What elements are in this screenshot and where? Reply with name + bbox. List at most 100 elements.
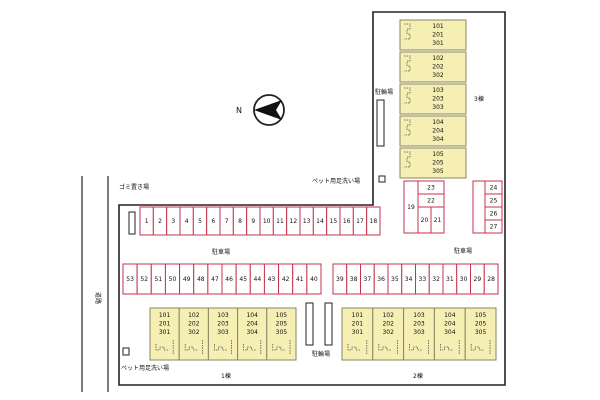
north-arrow-needle-icon [254, 100, 282, 120]
unit-number: 305 [475, 329, 487, 336]
parking-spot-36: 36 [373, 263, 389, 295]
parking-spot-24: 24 [484, 180, 503, 195]
unit-number: 105 [276, 312, 288, 319]
parking-spot-number: 47 [211, 276, 219, 283]
stairs-icon [409, 344, 422, 351]
parking-spot-number: 28 [487, 276, 495, 283]
parking-spot-number: 1 [145, 218, 149, 225]
parking-spot-number: 42 [282, 276, 290, 283]
parking-spot-6: 6 [206, 206, 221, 236]
parking-spot-27: 27 [484, 219, 503, 234]
parking-spot-7: 7 [219, 206, 234, 236]
parking-spot-43: 43 [263, 263, 280, 295]
parking-spot-23: 23 [417, 180, 445, 195]
unit-number: 104 [444, 312, 456, 319]
parking-spot-number: 36 [377, 276, 385, 283]
parking-spot-18: 18 [366, 206, 381, 236]
parking-spot-48: 48 [193, 263, 209, 295]
building-3-label: 3棟 [474, 95, 484, 103]
unit-number: 101 [432, 23, 444, 30]
parking-spot-38: 38 [346, 263, 361, 295]
parking-spot-number: 43 [268, 276, 276, 283]
stairs-icon [214, 344, 227, 351]
parking-spot-number: 14 [316, 218, 324, 225]
parking-spot-16: 16 [339, 206, 354, 236]
parking-spot-40: 40 [306, 263, 322, 295]
unit-number: 205 [475, 321, 487, 328]
parking-spot-number: 51 [155, 276, 163, 283]
unit-number: 203 [432, 96, 444, 103]
unit-number: 205 [276, 321, 288, 328]
unit-number: 202 [382, 321, 394, 328]
parking-spot-19: 19 [403, 180, 419, 234]
parking-spot-number: 30 [460, 276, 468, 283]
parking-spot-number: 21 [434, 217, 442, 224]
building-1-label: 1棟 [221, 372, 231, 380]
parking-spot-number: 19 [407, 204, 415, 211]
parking-spot-3: 3 [166, 206, 181, 236]
parking-spot-number: 32 [432, 276, 440, 283]
unit-number: 302 [188, 329, 200, 336]
parking-spot-44: 44 [249, 263, 265, 295]
parking-spot-number: 5 [198, 218, 202, 225]
parking-spot-37: 37 [360, 263, 375, 295]
parking-spot-13: 13 [299, 206, 314, 236]
parking-spot-number: 45 [239, 276, 247, 283]
building-2-label: 2棟 [413, 372, 423, 380]
unit-number: 203 [217, 321, 229, 328]
parking-spot-number: 25 [490, 198, 498, 205]
parking-spot-number: 6 [211, 218, 215, 225]
parking-spot-29: 29 [470, 263, 485, 295]
stairs-icon [347, 344, 360, 351]
unit-number: 303 [432, 104, 444, 111]
parking-spot-number: 48 [197, 276, 205, 283]
parking-spot-33: 33 [415, 263, 430, 295]
unit-number: 201 [159, 321, 171, 328]
parking-spot-4: 4 [179, 206, 194, 236]
parking-spot-number: 24 [490, 185, 498, 192]
stairs-icon [272, 344, 285, 351]
parking-spot-12: 12 [286, 206, 301, 236]
parking-spot-number: 23 [427, 185, 435, 192]
parking-spot-number: 52 [140, 276, 148, 283]
parking-spot-34: 34 [401, 263, 416, 295]
unit-number: 304 [432, 136, 444, 143]
garbage-label: ゴミ置き場 [119, 183, 149, 191]
parking-spot-number: 13 [303, 218, 311, 225]
unit-number: 204 [444, 321, 456, 328]
unit-number: 101 [352, 312, 364, 319]
bicycle-parking-bottom-b [324, 302, 333, 346]
parking-spot-number: 34 [405, 276, 413, 283]
parking-spot-number: 37 [364, 276, 372, 283]
unit-number: 204 [432, 128, 444, 135]
parking-spot-number: 8 [238, 218, 242, 225]
parking-spot-28: 28 [483, 263, 499, 295]
parking-spot-number: 33 [419, 276, 427, 283]
unit-number: 205 [432, 160, 444, 167]
parking-spot-17: 17 [352, 206, 368, 236]
unit-number: 102 [188, 312, 200, 319]
parking-spot-number: 2 [158, 218, 162, 225]
unit-number: 103 [432, 87, 444, 94]
parking-spot-20: 20 [417, 206, 432, 234]
stairs-icon [404, 23, 411, 40]
parking-spot-number: 31 [446, 276, 454, 283]
parking-spot-number: 41 [296, 276, 304, 283]
unit-number: 302 [432, 72, 444, 79]
unit-number: 104 [246, 312, 258, 319]
unit-number: 301 [352, 329, 364, 336]
site-boundary [118, 11, 506, 386]
unit-number: 102 [432, 55, 444, 62]
parking-spot-number: 22 [427, 198, 435, 205]
parking-spot-25: 25 [484, 193, 503, 208]
